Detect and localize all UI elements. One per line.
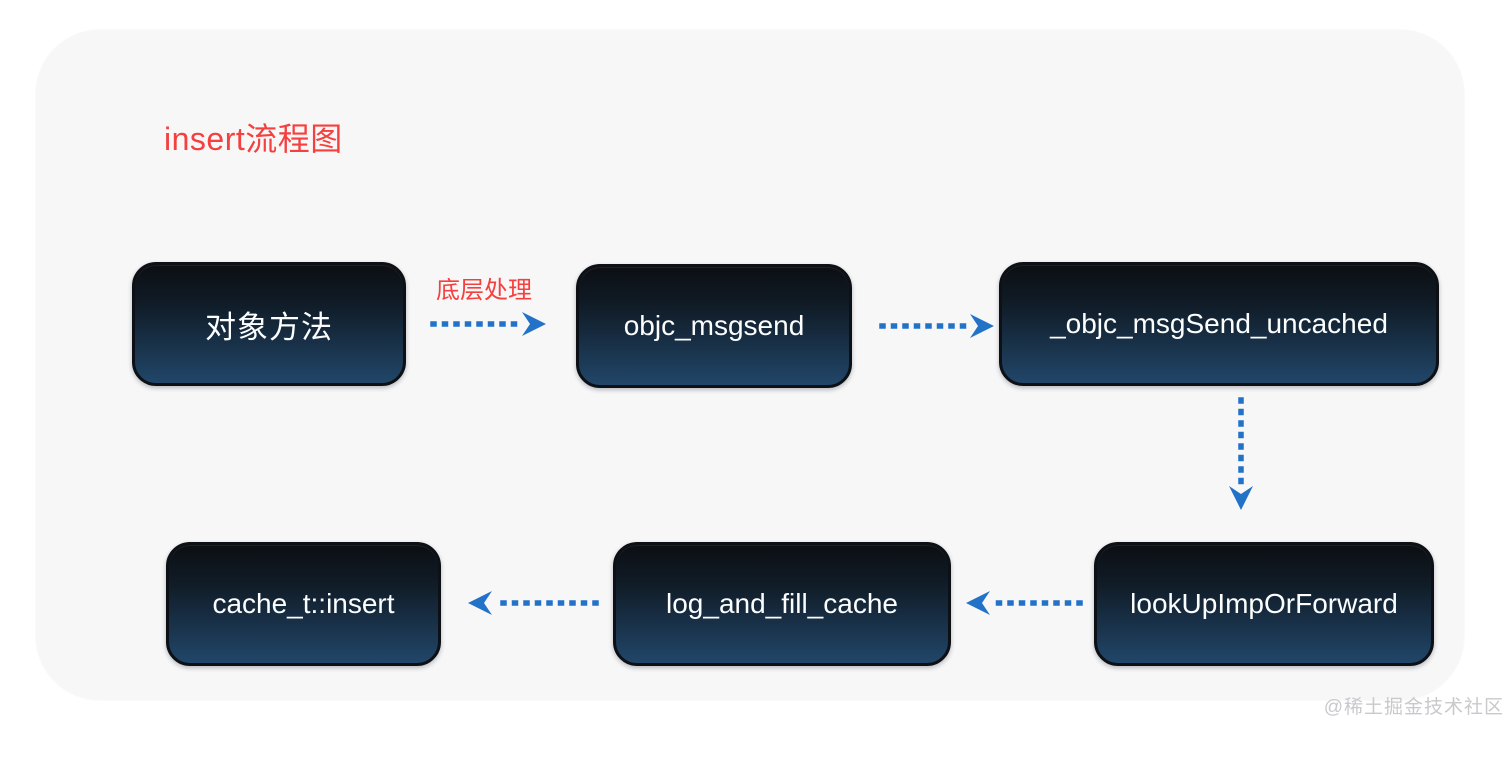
edge-label-diceng-chuli: 底层处理 [436,277,532,304]
diagram-title: insert流程图 [164,121,343,157]
edge-log-and-fill-to-cache-insert [468,591,599,615]
edge-object-method-to-objc-msgsend [430,312,546,336]
edge-objc-msgsend-to-uncached [879,314,994,338]
node-objc-msgsend: objc_msgsend [576,264,852,388]
node-label: log_and_fill_cache [666,588,898,619]
node-log-and-fill-cache: log_and_fill_cache [613,542,951,666]
node-label: cache_t::insert [212,588,395,619]
edge-uncached-to-lookup [1229,397,1253,510]
node-lookup-imp-or-forward: lookUpImpOrForward [1094,542,1434,666]
flowchart-panel: insert流程图 底层处理 对象方法 objc_ms [36,30,1464,700]
node-label: objc_msgsend [623,310,805,341]
node-label: _objc_msgSend_uncached [1050,308,1388,339]
node-object-method: 对象方法 [132,262,406,386]
node-label: 对象方法 [205,309,333,345]
edge-lookup-to-log-and-fill [966,591,1083,615]
node-objc-msgsend-uncached: _objc_msgSend_uncached [999,262,1439,386]
node-cache-t-insert: cache_t::insert [166,542,441,666]
watermark: @稀土掘金技术社区 [1323,697,1504,718]
node-label: lookUpImpOrForward [1130,588,1398,619]
